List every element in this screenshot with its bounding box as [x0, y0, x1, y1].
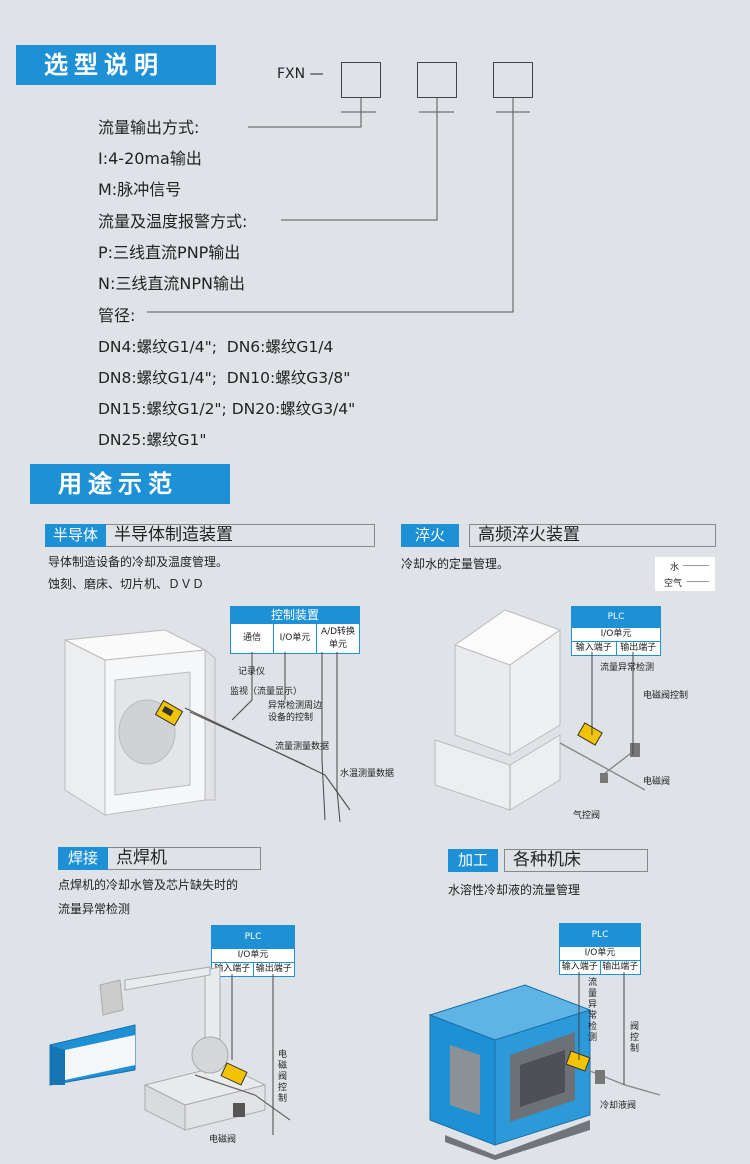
quench-label-abnormal: 流量异常检测	[600, 663, 655, 673]
app-name-welding: 点焊机	[108, 847, 261, 870]
model-prefix: FXN —	[277, 66, 324, 82]
machining-plc-box: PLC I/O单元 输入端子 输出端子	[559, 923, 641, 975]
section-title-usage: 用途示范	[30, 464, 230, 504]
quench-legend: 水 空气	[655, 557, 715, 591]
welding-plc-title: PLC	[212, 926, 294, 948]
pipe-option-row-1: DN4:螺纹G1/4"; DN6:螺纹G1/4	[98, 338, 334, 356]
app-header-quench: 淬火 高频淬火装置	[401, 524, 716, 547]
pipe-option-row-4: DN25:螺纹G1"	[98, 431, 207, 449]
app-header-semiconductor: 半导体 半导体制造装置	[45, 524, 375, 547]
quench-plc-title: PLC	[572, 607, 660, 627]
alarm-label: 流量及温度报警方式:	[98, 212, 248, 231]
welding-desc-1: 点焊机的冷却水管及芯片缺失时的	[58, 878, 239, 892]
label-flow-data: 流量测量数据	[275, 742, 330, 752]
machining-label-flow-abnormal: 流量异常检测	[588, 978, 598, 1043]
machining-illustration	[428, 984, 661, 1160]
output-option-i: I:4-20ma输出	[98, 149, 202, 168]
label-recorder: 记录仪	[238, 667, 266, 677]
welding-plc-box: PLC I/O单元 输入端子 输出端子	[211, 925, 295, 977]
code-box-2	[417, 62, 457, 98]
quench-label-valve: 电磁阀	[643, 777, 671, 787]
legend-air: 空气	[664, 579, 683, 589]
machining-label-valve-ctrl: 阀控制	[630, 1022, 640, 1054]
machining-in-terminal: 输入端子	[560, 961, 601, 974]
label-abnormal-control: 异常检测周边设备的控制	[268, 701, 323, 723]
app-name-semiconductor: 半导体制造装置	[106, 524, 375, 547]
welding-illustration	[49, 966, 291, 1131]
machining-desc: 水溶性冷却液的流量管理	[448, 883, 581, 897]
legend-water: 水	[670, 563, 680, 573]
welding-io-unit: I/O单元	[237, 950, 269, 960]
quench-in-terminal: 输入端子	[572, 642, 617, 655]
label-temp-data: 水温测量数据	[340, 769, 395, 779]
machining-io-unit: I/O单元	[584, 948, 616, 958]
semiconductor-desc-2: 蚀刻、磨床、切片机、ＤＶＤ	[48, 577, 205, 591]
semiconductor-illustration	[63, 629, 351, 816]
quench-label-air-valve: 气控阀	[573, 811, 601, 821]
label-monitor: 监视（流量显示）	[230, 687, 303, 697]
quench-io-unit: I/O单元	[600, 629, 632, 639]
app-header-welding: 焊接 点焊机	[58, 847, 261, 870]
quench-out-terminal: 输出端子	[620, 643, 657, 653]
app-tag-welding: 焊接	[58, 847, 109, 870]
welding-in-terminal: 输入端子	[212, 963, 254, 976]
app-tag-quench: 淬火	[401, 524, 460, 547]
code-box-1	[341, 62, 381, 98]
welding-desc-2: 流量异常检测	[58, 902, 131, 916]
quench-desc: 冷却水的定量管理。	[401, 557, 510, 571]
quench-label-valve-ctrl: 电磁阀控制	[643, 691, 689, 701]
output-option-m: M:脉冲信号	[98, 180, 182, 199]
machining-label-coolant-valve: 冷却液阀	[600, 1101, 637, 1111]
app-name-machining: 各种机床	[504, 849, 648, 872]
control-cell-comm: 通信	[231, 624, 274, 653]
app-tag-machining: 加工	[448, 849, 499, 872]
machining-out-terminal: 输出端子	[602, 962, 639, 972]
control-cell-io: I/O单元	[274, 624, 317, 653]
quench-signal-lines	[591, 652, 634, 755]
welding-label-valve: 电磁阀	[209, 1135, 237, 1145]
selection-connector-lines	[147, 98, 530, 313]
machining-plc-title: PLC	[560, 924, 640, 946]
semiconductor-desc-1: 导体制造设备的冷却及温度管理。	[48, 555, 229, 569]
semiconductor-signal-lines	[231, 652, 341, 823]
welding-out-terminal: 输出端子	[255, 964, 292, 974]
code-box-3	[493, 62, 533, 98]
alarm-option-p: P:三线直流PNP输出	[98, 243, 241, 262]
app-tag-semiconductor: 半导体	[45, 524, 107, 547]
pipe-label: 管径:	[98, 306, 136, 325]
control-cell-ad: A/D转换单元	[320, 627, 356, 650]
alarm-option-n: N:三线直流NPN输出	[98, 274, 245, 293]
pipe-option-row-2: DN8:螺纹G1/4"; DN10:螺纹G3/8"	[98, 369, 351, 387]
app-name-quench: 高频淬火装置	[469, 524, 716, 547]
output-label: 流量输出方式:	[98, 118, 200, 137]
quench-plc-box: PLC I/O单元 输入端子 输出端子	[571, 606, 661, 656]
quench-illustration	[434, 609, 646, 811]
pipe-option-row-3: DN15:螺纹G1/2"; DN20:螺纹G3/4"	[98, 400, 356, 418]
section-title-selection: 选型说明	[16, 45, 216, 85]
app-header-machining: 加工 各种机床	[448, 849, 648, 872]
semiconductor-control-title: 控制装置	[231, 607, 359, 623]
welding-label-valve-ctrl: 电磁阀控制	[278, 1050, 288, 1104]
semiconductor-control-box: 控制装置 通信 I/O单元 A/D转换单元	[230, 606, 360, 654]
